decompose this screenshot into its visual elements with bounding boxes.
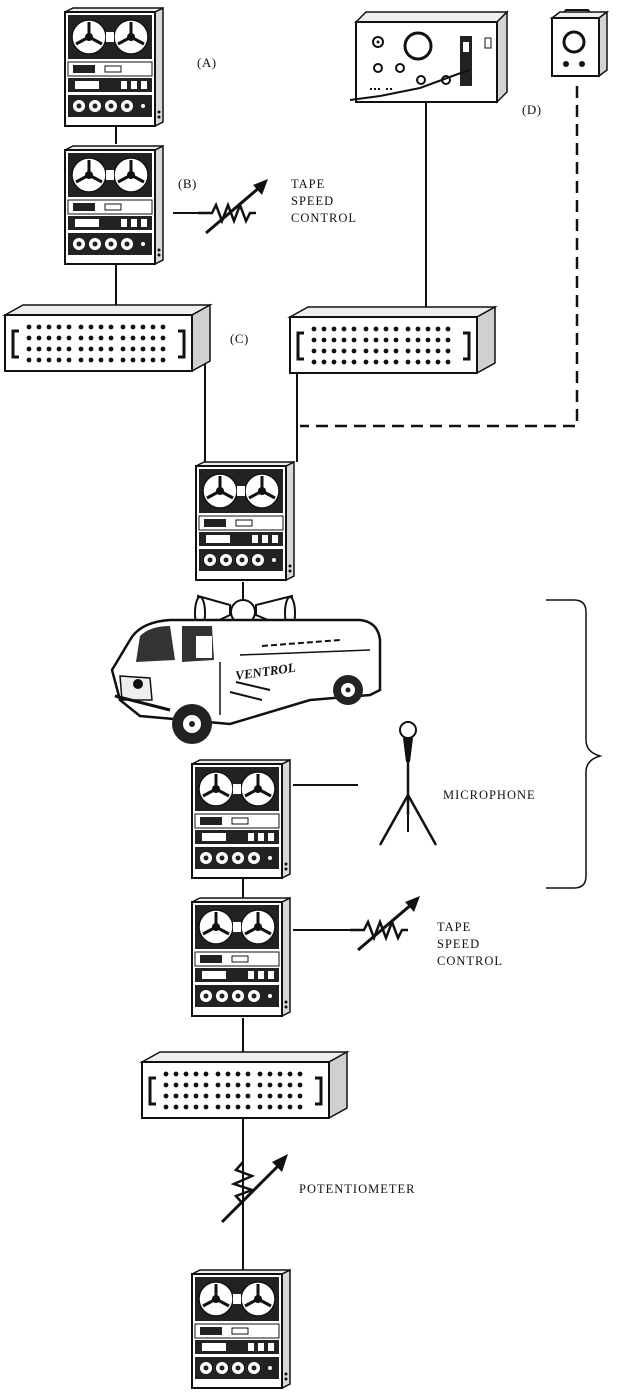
patch-panel-icon (290, 307, 495, 373)
oscillator-icon (350, 12, 507, 102)
tape-speed-control-line: TAPE (291, 176, 357, 193)
tape-speed-control-label-2: TAPE SPEED CONTROL (437, 919, 503, 970)
tape-speed-control-line: TAPE (437, 919, 503, 936)
tape-recorder-icon (192, 760, 290, 878)
patch-panel-icon (142, 1052, 347, 1118)
tape-speed-control-line: SPEED (291, 193, 357, 210)
variable-resistor-icon (198, 179, 268, 233)
label-d: (D) (522, 101, 542, 118)
tape-recorder-icon (65, 146, 163, 264)
tape-speed-control-line: CONTROL (291, 210, 357, 227)
tape-recorder-icon (196, 462, 294, 580)
dashed-link-line (300, 86, 577, 426)
microphone-label: MICROPHONE (443, 787, 536, 804)
tape-speed-control-line: CONTROL (437, 953, 503, 970)
variable-resistor-icon (222, 1154, 288, 1222)
label-b: (B) (178, 175, 197, 192)
tape-speed-control-label-1: TAPE SPEED CONTROL (291, 176, 357, 227)
potentiometer-label: POTENTIOMETER (299, 1181, 415, 1198)
tape-speed-control-line: SPEED (437, 936, 503, 953)
variable-resistor-icon (350, 896, 420, 950)
tape-recorder-icon (192, 1270, 290, 1388)
group-brace (546, 600, 600, 888)
label-a: (A) (197, 54, 217, 71)
tape-recorder-icon (65, 8, 163, 126)
label-c: (C) (230, 330, 249, 347)
patch-panel-icon (5, 305, 210, 371)
microphone-stand-icon (380, 722, 436, 845)
tape-recorder-icon (192, 898, 290, 1016)
sound-van-icon: VENTROL (112, 620, 380, 744)
oscilloscope-icon (552, 10, 607, 76)
